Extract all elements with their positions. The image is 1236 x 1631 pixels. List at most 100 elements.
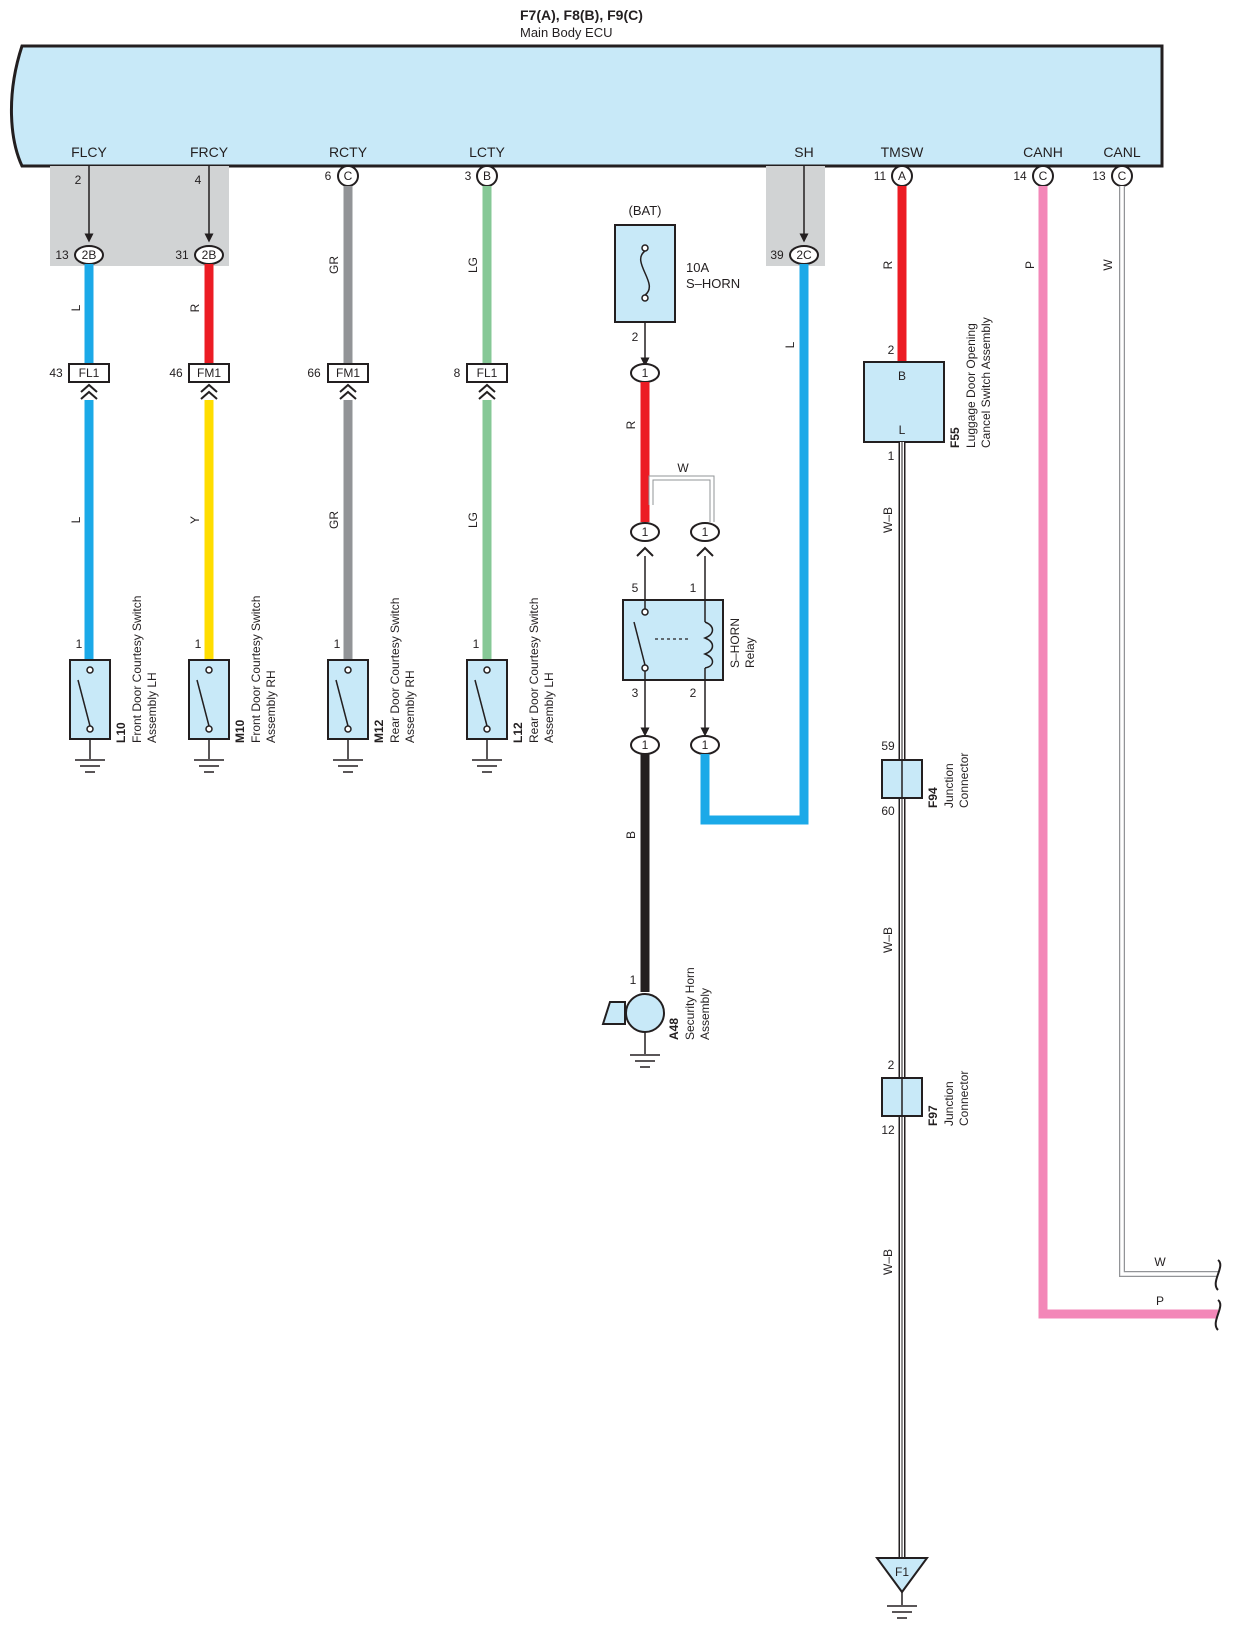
switch-pin-number: 1 xyxy=(334,637,341,651)
component-code: F97 xyxy=(926,1105,940,1126)
ecu-pin-number: 11 xyxy=(874,169,887,183)
connector-pin: 2 xyxy=(888,1058,895,1072)
ground-label: F1 xyxy=(895,1565,909,1579)
ground-icon xyxy=(472,759,502,773)
component-name: Connector xyxy=(957,1071,971,1126)
switch-pin-number: 1 xyxy=(195,637,202,651)
inline-pin-number: 46 xyxy=(169,366,183,380)
ecu-connector-label: A xyxy=(898,169,906,183)
switch-pin-number: 1 xyxy=(76,637,83,651)
ground-icon xyxy=(194,759,224,773)
bat-label: (BAT) xyxy=(629,203,662,218)
luggage-door-switch xyxy=(863,361,945,443)
component-name: Junction xyxy=(942,1081,956,1126)
s-horn-relay xyxy=(622,599,724,681)
ecu-pin-label: FRCY xyxy=(190,144,229,160)
wire-color-label: B xyxy=(624,831,638,839)
ecu-connector-label: C xyxy=(1118,169,1127,183)
wire-color-label: P xyxy=(1023,261,1037,269)
ground-icon xyxy=(75,759,105,773)
horn-icon xyxy=(601,1001,626,1025)
component-code: L10 xyxy=(114,722,128,743)
connector-pin: 60 xyxy=(881,804,895,818)
inline-connector-label: FL1 xyxy=(477,366,498,380)
ecu-name: Main Body ECU xyxy=(520,25,612,40)
component-name: Connector xyxy=(957,753,971,808)
wire-color-label: L xyxy=(69,516,83,523)
connector-pin: 12 xyxy=(881,1123,895,1137)
wire-break-icon xyxy=(1214,1259,1222,1331)
component-code: L12 xyxy=(511,722,525,743)
fuse-amp: 10A xyxy=(686,260,709,275)
junction-connector-label: 2C xyxy=(796,248,812,262)
wire-color-label: W xyxy=(1154,1255,1166,1269)
ecu-pin-number: 6 xyxy=(325,169,332,183)
fuse-icon xyxy=(639,250,651,296)
ecu-pin-number: 14 xyxy=(1013,169,1027,183)
junction-connector-label: 1 xyxy=(702,738,709,752)
junction-connector-label: 2B xyxy=(202,248,217,262)
junction-connector-label: 1 xyxy=(702,525,709,539)
junction-connector xyxy=(630,522,660,542)
relay-coil-icon xyxy=(702,621,714,669)
component-code: M10 xyxy=(233,719,247,743)
ecu-pin-label: SH xyxy=(794,144,813,160)
junction-connector xyxy=(690,522,720,542)
component-code: F55 xyxy=(948,427,962,448)
ecu-pin-label: TMSW xyxy=(881,144,925,160)
wire-color-label: GR xyxy=(327,256,341,274)
ecu-pin-label: FLCY xyxy=(71,144,107,160)
relay-pin: 1 xyxy=(690,581,697,595)
wire-color-label: R xyxy=(188,303,202,312)
component-name: Assembly RH xyxy=(264,670,278,743)
switch-terminal: L xyxy=(899,423,906,437)
wire-color-label: W–B xyxy=(881,507,895,533)
wire-color-label: L xyxy=(783,341,797,348)
component-name: Cancel Switch Assembly xyxy=(979,317,993,448)
junction-connector-label: 2B xyxy=(82,248,97,262)
ground-icon xyxy=(630,1054,660,1068)
switch-terminal: B xyxy=(898,369,906,383)
component-name: Assembly xyxy=(698,988,712,1040)
wire-color-label: Y xyxy=(188,516,202,524)
inline-connector xyxy=(327,363,369,383)
ecu-pin-number: 3 xyxy=(465,169,472,183)
component-code: A48 xyxy=(667,1018,681,1040)
ground-point xyxy=(875,1557,929,1594)
wire-color-label: LG xyxy=(466,257,480,273)
inline-pin-number: 66 xyxy=(307,366,321,380)
component-name: Junction xyxy=(942,763,956,808)
component-code: M12 xyxy=(372,719,386,743)
wire-color-label: W xyxy=(677,461,689,475)
component-name: Assembly LH xyxy=(542,672,556,743)
ecu-connector-label: C xyxy=(344,169,353,183)
component-name: Front Door Courtesy Switch xyxy=(249,596,263,743)
wire-color-label: W–B xyxy=(881,927,895,953)
connector-pin: 59 xyxy=(881,739,895,753)
component-name: Assembly RH xyxy=(403,670,417,743)
ground-icon xyxy=(333,759,363,773)
ecu-pin-label: RCTY xyxy=(329,144,368,160)
ecu-connector-label: C xyxy=(1039,169,1048,183)
component-name: Security Horn xyxy=(683,967,697,1040)
component-name: Rear Door Courtesy Switch xyxy=(388,598,402,743)
wire-l xyxy=(700,264,809,825)
wire-color-label: W–B xyxy=(881,1249,895,1275)
ecu-pin-number: 13 xyxy=(1092,169,1106,183)
ecu-pin-label: CANL xyxy=(1103,144,1141,160)
relay-pin: 2 xyxy=(690,686,697,700)
wire-p xyxy=(1038,186,1218,1319)
inline-connector-label: FM1 xyxy=(336,366,360,380)
ecu-connectors: F7(A), F8(B), F9(C) xyxy=(520,7,643,23)
junction-connector-label: 1 xyxy=(642,738,649,752)
security-horn xyxy=(625,993,665,1033)
relay-pin: 5 xyxy=(632,581,639,595)
junction-pin-number: 31 xyxy=(175,248,189,262)
junction-pin-number: 39 xyxy=(770,248,784,262)
component-code: F94 xyxy=(926,787,940,808)
wire-color-label: W xyxy=(1101,259,1115,271)
switch-pin: 1 xyxy=(888,449,895,463)
wire-color-label: R xyxy=(624,420,638,429)
switch-pin: 2 xyxy=(888,343,895,357)
